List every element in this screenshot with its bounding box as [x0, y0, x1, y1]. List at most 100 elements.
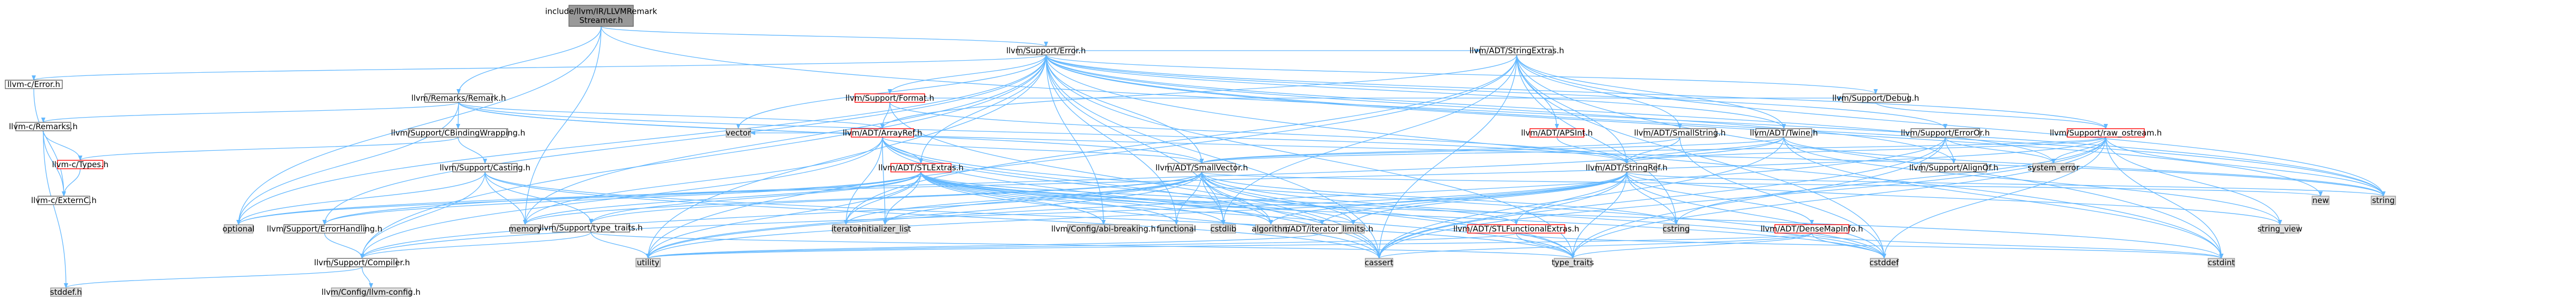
node-box [2208, 258, 2235, 267]
node-label: llvm-c/ExternC.h [31, 196, 97, 205]
graph-node-string[interactable]: string [2371, 196, 2396, 205]
node-label: cstdint [2208, 258, 2235, 267]
graph-node-remarks-remark[interactable]: llvm/Remarks/Remark.h [411, 93, 506, 103]
graph-node-c-types[interactable]: llvm-c/Types.h [52, 160, 108, 169]
graph-node-stddef[interactable]: stddef.h [50, 287, 82, 297]
graph-node-string-view[interactable]: string_view [2257, 224, 2302, 234]
edge-adt-stringextras-to-cassert [1377, 54, 1517, 259]
graph-node-c-externc[interactable]: llvm-c/ExternC.h [31, 196, 97, 205]
graph-node-config-llvm[interactable]: llvm/Config/llvm-config.h [321, 287, 420, 297]
edge-adt-stringextras-to-cstring [1516, 54, 1678, 225]
graph-node-adt-twine[interactable]: llvm/ADT/Twine.h [1750, 128, 1818, 138]
graph-node-support-type-traits[interactable]: llvm/Support/type_traits.h [539, 223, 643, 233]
edge-support-error-to-memory [523, 54, 1047, 225]
graph-node-support-casting[interactable]: llvm/Support/Casting.h [440, 163, 530, 172]
edge-adt-stringref-to-support-compiler [360, 171, 1627, 259]
edge-adt-stringextras-to-adt-smallstring [1516, 54, 1682, 129]
graph-node-memory[interactable]: memory [509, 224, 542, 234]
graph-node-support-compiler[interactable]: llvm/Support/Compiler.h [314, 258, 410, 267]
graph-node-adt-smallvector[interactable]: llvm/ADT/SmallVector.h [1155, 163, 1248, 172]
node-box [890, 163, 952, 172]
graph-node-config-abi[interactable]: llvm/Config/abi-breaking.h [1051, 224, 1156, 234]
graph-node-adt-stlfunctional[interactable]: llvm/ADT/STLFunctionalExtras.h [1453, 224, 1580, 234]
node-label: llvm/ADT/StringExtras.h [1469, 46, 1564, 55]
graph-node-adt-apsint[interactable]: llvm/ADT/APSInt.h [1521, 128, 1593, 138]
node-label: algorithm [1252, 224, 1290, 234]
graph-node-support-erroror[interactable]: llvm/Support/ErrorOr.h [1901, 128, 1990, 138]
edge-adt-stlextras-to-cstddef [920, 171, 1886, 259]
graph-node-vector[interactable]: vector [726, 128, 751, 138]
node-label: utility [637, 258, 660, 267]
edge-support-type-traits-to-type-traits [591, 232, 1575, 259]
graph-node-c-error[interactable]: llvm-c/Error.h [5, 80, 63, 89]
edge-adt-iterator-range-to-utility [646, 233, 1323, 259]
graph-node-support-debug[interactable]: llvm/Support/Debug.h [1832, 93, 1919, 103]
node-label: cstring [1662, 224, 1689, 234]
node-label: memory [509, 224, 542, 234]
graph-node-functional[interactable]: functional [1157, 224, 1196, 234]
graph-node-cstdlib[interactable]: cstdlib [1210, 224, 1236, 234]
graph-node-algorithm[interactable]: algorithm [1252, 224, 1290, 234]
node-box [1554, 258, 1592, 267]
edge-adt-stringref-to-adt-stlfunctional [1514, 171, 1627, 225]
node-label: llvm-c/Remarks.h [9, 122, 78, 131]
edge-adt-densemapinfo-to-type-traits [1571, 233, 1812, 259]
graph-node-cstddef[interactable]: cstddef [1869, 258, 1899, 267]
edge-support-raw-ostream-to-adt-smallvector [1200, 137, 2106, 164]
graph-node-cassert[interactable]: cassert [1365, 258, 1393, 267]
graph-node-adt-smallstring[interactable]: llvm/ADT/SmallString.h [1634, 128, 1726, 138]
edge-adt-stringextras-to-utility [646, 54, 1517, 259]
edge-adt-twine-to-string-view [1783, 137, 2282, 225]
edge-support-error-to-cassert [1045, 54, 1381, 259]
edge-adt-stlextras-to-initializer-list [883, 171, 921, 225]
edge-adt-arrayref-to-cstddef [882, 137, 1886, 259]
graph-node-climits[interactable]: limits [1342, 224, 1365, 234]
edge-support-error-to-new [1045, 54, 2323, 197]
graph-node-support-format[interactable]: llvm/Support/Format.h [845, 93, 934, 103]
graph-node-new[interactable]: new [2312, 196, 2330, 205]
edge-support-error-to-support-erroror [1045, 54, 1947, 129]
graph-node-cstring[interactable]: cstring [1662, 224, 1689, 234]
node-label: string [2372, 196, 2394, 205]
edge-adt-smallvector-to-cstdlib [1201, 171, 1225, 225]
edge-support-raw-ostream-to-cstring [1674, 137, 2106, 225]
edge-support-error-to-functional [1045, 54, 1178, 225]
node-box [552, 223, 630, 233]
node-label: string_view [2257, 224, 2302, 234]
graph-node-support-error[interactable]: llvm/Support/Error.h [1006, 46, 1086, 55]
graph-node-adt-stlextras[interactable]: llvm/ADT/STLExtras.h [878, 163, 964, 172]
graph-node-initializer-list[interactable]: initializer_list [859, 224, 911, 234]
edge-adt-stringextras-to-iterator [844, 54, 1517, 225]
graph-node-c-remarks[interactable]: llvm-c/Remarks.h [9, 122, 78, 131]
edge-support-erroror-to-system-error [1945, 137, 2056, 164]
edge-support-type-traits-to-utility [591, 232, 650, 259]
edge-support-casting-to-optional [236, 171, 486, 225]
graph-node-system-error[interactable]: system_error [2028, 163, 2080, 173]
edge-adt-twine-to-cstdint [1783, 137, 2223, 259]
graph-node-adt-arrayref[interactable]: llvm/ADT/ArrayRef.h [843, 128, 923, 138]
graph-node-adt-stringref[interactable]: llvm/ADT/StringRef.h [1585, 163, 1667, 172]
node-box [1596, 163, 1657, 172]
node-label: llvm/Config/llvm-config.h [321, 287, 420, 297]
graph-node-type-traits[interactable]: type_traits [1552, 258, 1594, 268]
graph-node-support-cbinding[interactable]: llvm/Support/CBindingWrapping.h [391, 128, 525, 138]
graph-node-optional[interactable]: optional [223, 224, 255, 234]
graph-node-support-errorhandling[interactable]: llvm/Support/ErrorHandling.h [267, 224, 383, 234]
node-box [2032, 163, 2075, 172]
graph-node-cstdint[interactable]: cstdint [2208, 258, 2235, 267]
graph-node-support-aligntoc[interactable]: llvm/Support/AlignOf.h [1909, 163, 1998, 172]
node-label: limits [1343, 224, 1364, 234]
graph-node-adt-densemapinfo[interactable]: llvm/ADT/DenseMapInfo.h [1761, 224, 1863, 234]
edge-adt-twine-to-adt-smallvector [1200, 137, 1784, 164]
graph-node-iterator[interactable]: iterator [831, 224, 861, 234]
edge-adt-smallvector-to-cstring [1201, 171, 1678, 225]
edge-adt-stlextras-to-support-errorhandling [322, 171, 921, 225]
edge-root-to-optional [236, 26, 602, 225]
edge-adt-smallvector-to-support-compiler [360, 171, 1202, 259]
graph-node-utility[interactable]: utility [635, 258, 661, 267]
graph-node-support-raw-ostream[interactable]: llvm/Support/raw_ostream.h [2050, 128, 2162, 138]
graph-node-adt-stringextras[interactable]: llvm/ADT/StringExtras.h [1469, 46, 1564, 55]
node-label: cstddef [1869, 258, 1899, 267]
